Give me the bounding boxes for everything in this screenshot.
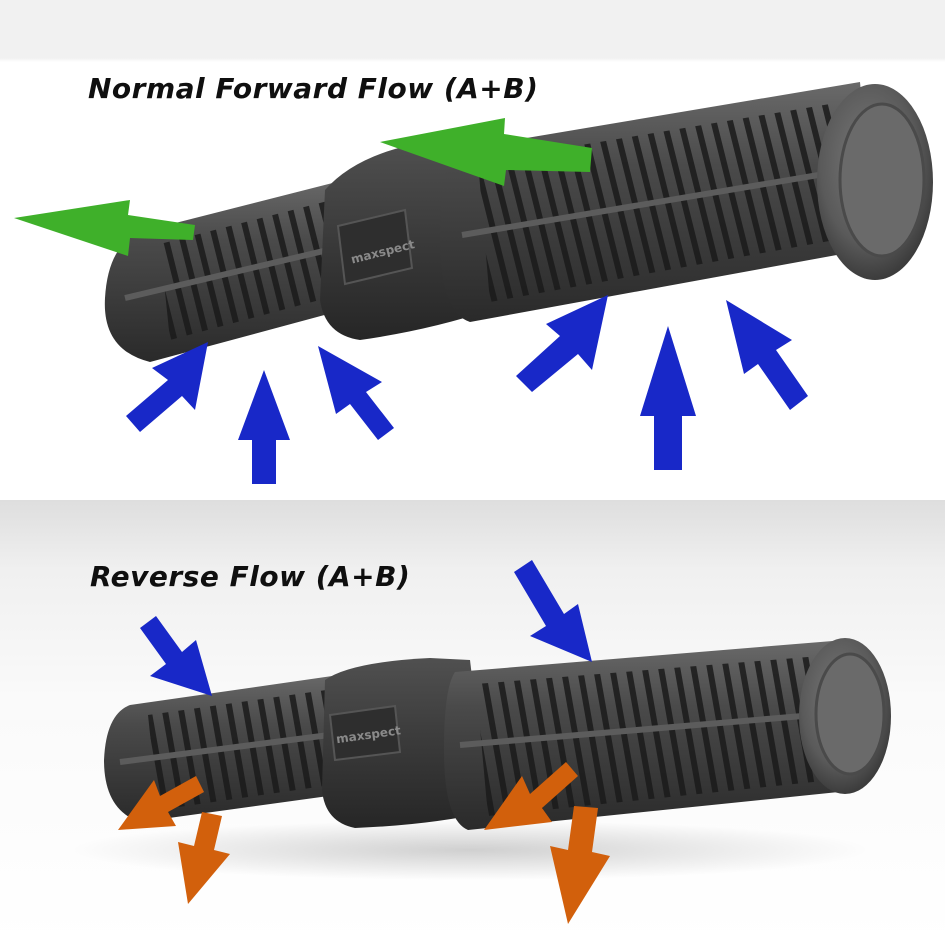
blue-arrow-icon bbox=[726, 300, 808, 410]
pump-end-cap bbox=[817, 84, 933, 280]
orange-arrow-icon bbox=[178, 812, 230, 904]
output-arrows-forward bbox=[14, 118, 592, 256]
green-arrow-icon bbox=[14, 200, 195, 256]
reverse-flow-heading: Reverse Flow (A+B) bbox=[90, 560, 411, 593]
blue-arrow-icon bbox=[640, 326, 696, 470]
blue-arrow-icon bbox=[516, 295, 608, 392]
pump-forward: maxspect bbox=[104, 82, 933, 362]
output-arrows-reverse bbox=[118, 762, 610, 924]
pump-left-chamber bbox=[104, 176, 380, 362]
intake-arrows-reverse bbox=[140, 560, 592, 696]
blue-arrow-icon bbox=[126, 342, 208, 432]
pump-end-cap bbox=[799, 638, 891, 794]
forward-flow-heading: Normal Forward Flow (A+B) bbox=[88, 72, 539, 105]
green-arrow-icon bbox=[380, 118, 592, 186]
blue-arrow-icon bbox=[514, 560, 592, 662]
orange-arrow-icon bbox=[484, 762, 578, 830]
orange-arrow-icon bbox=[550, 806, 610, 924]
pump-right-chamber bbox=[440, 82, 875, 322]
blue-arrow-icon bbox=[238, 370, 290, 484]
blue-arrow-icon bbox=[318, 346, 394, 440]
blue-arrow-icon bbox=[140, 616, 212, 696]
orange-arrow-icon bbox=[118, 776, 204, 830]
intake-arrows-forward bbox=[126, 295, 808, 484]
